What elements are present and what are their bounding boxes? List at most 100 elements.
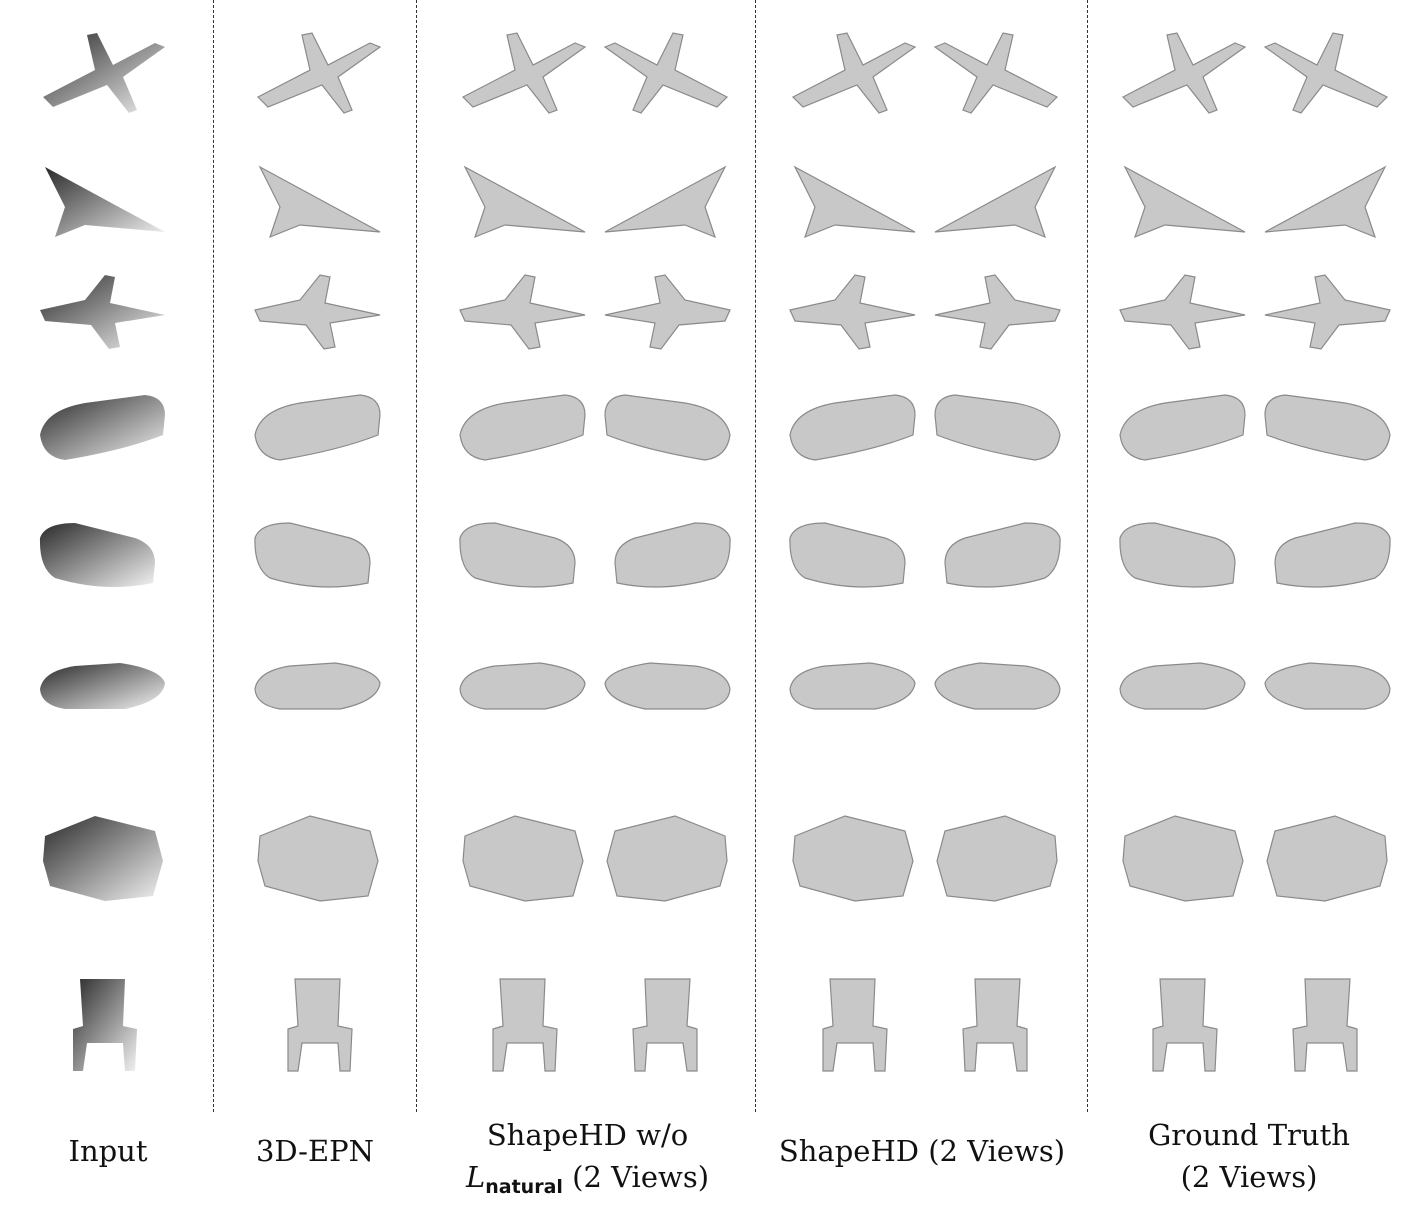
column-caption-ground-truth: Ground Truth (2 Views) [1090, 1114, 1408, 1198]
fighter-jet-shape-icon [459, 274, 586, 350]
shapehd-wo-chair-view1 [445, 971, 595, 1081]
column-caption-input: Input [8, 1130, 208, 1172]
airplane-shape-icon [933, 32, 1059, 114]
shapehd-chair-view2 [925, 971, 1075, 1081]
loss-symbol: L [465, 1160, 486, 1194]
loss-subscript: natural [485, 1176, 563, 1198]
shapehd-fighter-view2 [925, 255, 1075, 365]
sofa-shape-icon [462, 815, 584, 902]
car-shape-icon [459, 394, 586, 461]
convertible-shape-icon [254, 662, 381, 710]
column-caption-shapehd: ShapeHD (2 Views) [758, 1130, 1086, 1172]
car-shape-icon [254, 394, 381, 461]
shapehd-wo-car-view1 [445, 365, 595, 475]
suv-shape-icon [254, 522, 371, 588]
shapehd-jet-view1 [775, 137, 925, 247]
airplane-shape-icon [1263, 32, 1389, 114]
fighter-jet-shape-icon [1119, 274, 1246, 350]
car-shape-icon [934, 394, 1061, 461]
shapehd-wo-chair-view2 [595, 971, 745, 1081]
airplane-shape-icon [791, 32, 917, 114]
fighter-jet-shape-icon [254, 274, 381, 350]
chair-shape-icon [1292, 978, 1358, 1072]
epn-suv [240, 493, 390, 603]
epn-jet [240, 137, 390, 247]
fighter-jet-shape-icon [1264, 274, 1391, 350]
airplane-shape-icon [461, 32, 587, 114]
ground-truth-convertible-view1 [1105, 621, 1255, 731]
fighter-jet-shape-icon [789, 274, 916, 350]
input-car [25, 365, 175, 475]
airplane-shape-icon [1121, 32, 1247, 114]
column-separator [416, 0, 417, 1112]
delta-jet-shape-icon [45, 167, 165, 237]
chair-shape-icon [962, 978, 1028, 1072]
car-shape-icon [789, 394, 916, 461]
suv-shape-icon [1119, 522, 1236, 588]
sofa-shape-icon [792, 815, 914, 902]
caption-line: Ground Truth [1148, 1118, 1350, 1152]
epn-car [240, 365, 390, 475]
fighter-jet-shape-icon [40, 275, 165, 349]
shapehd-wo-airplane-view1 [445, 15, 595, 125]
ground-truth-jet-view1 [1105, 137, 1255, 247]
shapehd-chair-view1 [775, 971, 925, 1081]
caption-line: Lnatural (2 Views) [420, 1156, 755, 1208]
delta-jet-shape-icon [1123, 165, 1246, 239]
convertible-shape-icon [789, 662, 916, 710]
car-shape-icon [1264, 394, 1391, 461]
shapehd-wo-fighter-view1 [445, 255, 595, 365]
ground-truth-fighter-view2 [1255, 255, 1405, 365]
shapehd-wo-jet-view2 [595, 137, 745, 247]
shapehd-wo-airplane-view2 [595, 15, 745, 125]
shapehd-airplane-view1 [775, 15, 925, 125]
caption-line: (2 Views) [1180, 1160, 1318, 1194]
convertible-shape-icon [934, 662, 1061, 710]
ground-truth-car-view1 [1105, 365, 1255, 475]
chair-shape-icon [287, 978, 353, 1072]
shapehd-car-view2 [925, 365, 1075, 475]
input-suv [25, 493, 175, 603]
epn-airplane [240, 15, 390, 125]
shapehd-convertible-view1 [775, 621, 925, 731]
shapehd-wo-convertible-view1 [445, 621, 595, 731]
convertible-shape-icon [459, 662, 586, 710]
sofa-shape-icon [257, 815, 379, 902]
ground-truth-sofa-view1 [1105, 801, 1255, 911]
column-separator [755, 0, 756, 1112]
shapehd-wo-sofa-view2 [595, 801, 745, 911]
sofa-shape-icon [1122, 815, 1244, 902]
delta-jet-shape-icon [258, 165, 381, 239]
column-separator [1087, 0, 1088, 1112]
shapehd-jet-view2 [925, 137, 1075, 247]
car-shape-icon [40, 395, 165, 460]
ground-truth-suv-view2 [1255, 493, 1405, 603]
column-caption-shapehd-wo: ShapeHD w/o Lnatural (2 Views) [420, 1114, 755, 1208]
car-shape-icon [604, 394, 731, 461]
fighter-jet-shape-icon [934, 274, 1061, 350]
sofa-shape-icon [936, 815, 1058, 902]
chair-shape-icon [1152, 978, 1218, 1072]
delta-jet-shape-icon [463, 165, 586, 239]
chair-shape-icon [632, 978, 698, 1072]
input-convertible [25, 621, 175, 731]
convertible-shape-icon [604, 662, 731, 710]
sofa-shape-icon [1266, 815, 1388, 902]
suv-shape-icon [944, 522, 1061, 588]
ground-truth-fighter-view1 [1105, 255, 1255, 365]
shapehd-sofa-view2 [925, 801, 1075, 911]
suv-shape-icon [39, 523, 155, 587]
shapehd-wo-suv-view1 [445, 493, 595, 603]
shapehd-suv-view2 [925, 493, 1075, 603]
ground-truth-airplane-view2 [1255, 15, 1405, 125]
ground-truth-car-view2 [1255, 365, 1405, 475]
car-shape-icon [1119, 394, 1246, 461]
shapehd-car-view1 [775, 365, 925, 475]
delta-jet-shape-icon [604, 165, 727, 239]
suv-shape-icon [459, 522, 576, 588]
input-airplane [25, 15, 175, 125]
sofa-shape-icon [606, 815, 728, 902]
shapehd-airplane-view2 [925, 15, 1075, 125]
chair-shape-icon [822, 978, 888, 1072]
shapehd-convertible-view2 [925, 621, 1075, 731]
